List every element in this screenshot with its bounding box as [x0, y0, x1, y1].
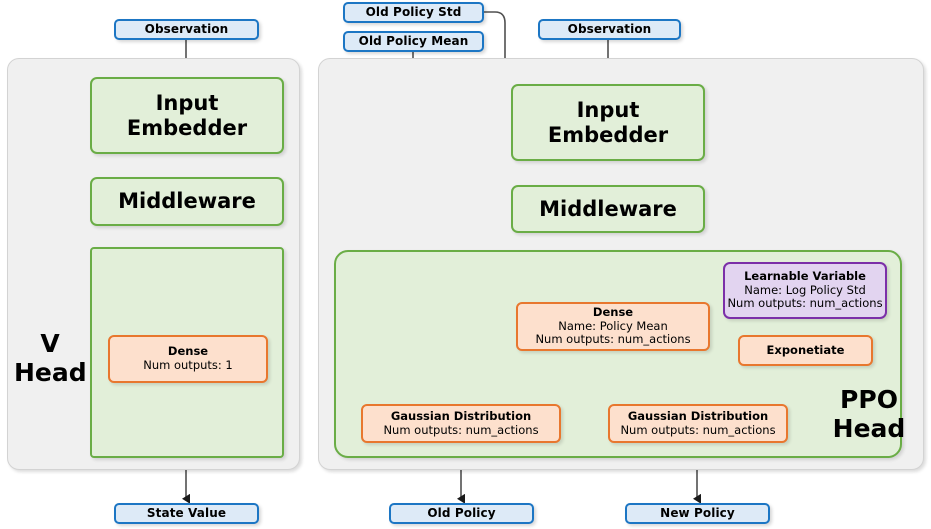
v-head-dense-num-outputs: Num outputs: 1: [143, 358, 233, 372]
ppo-head-dense-title: Dense: [592, 305, 634, 320]
learnable-variable-title: Learnable Variable: [744, 269, 866, 284]
v-head-label: V Head: [14, 329, 87, 388]
v-head-dense-title: Dense: [167, 344, 209, 359]
ppo-head-dense-name: Name: Policy Mean: [558, 318, 668, 333]
output-new-policy-label: New Policy: [660, 506, 735, 521]
input-observation-right[interactable]: Observation: [538, 19, 681, 40]
v-head-label-line1: V: [40, 329, 60, 358]
ppo-head-middleware-label: Middleware: [539, 196, 677, 221]
v-head-middleware[interactable]: Middleware: [90, 177, 284, 226]
ppo-head-label: PPO Head: [824, 385, 914, 444]
ppo-head-input-embedder-label: Input Embedder: [547, 97, 669, 147]
v-head-input-embedder[interactable]: Input Embedder: [90, 77, 284, 154]
v-head-middleware-label: Middleware: [118, 189, 256, 214]
output-new-policy[interactable]: New Policy: [625, 503, 770, 524]
ppo-head-dense-policy-mean[interactable]: Dense Name: Policy Mean Num outputs: num…: [516, 302, 710, 351]
input-old-policy-std-label: Old Policy Std: [365, 5, 462, 20]
input-old-policy-std[interactable]: Old Policy Std: [343, 2, 484, 23]
gaussian-new-title: Gaussian Distribution: [627, 408, 769, 423]
v-head-input-embedder-label: Input Embedder: [126, 90, 248, 140]
ppo-head-middleware[interactable]: Middleware: [511, 185, 705, 233]
input-old-policy-mean-label: Old Policy Mean: [358, 34, 469, 49]
ppo-head-exponetiate[interactable]: Exponetiate: [738, 335, 873, 366]
gaussian-old-title: Gaussian Distribution: [390, 408, 532, 423]
gaussian-new-num-outputs: Num outputs: num_actions: [620, 422, 776, 437]
input-old-policy-mean[interactable]: Old Policy Mean: [343, 31, 484, 52]
learnable-variable-num-outputs: Num outputs: num_actions: [727, 296, 883, 311]
output-state-value[interactable]: State Value: [114, 503, 259, 524]
gaussian-old-num-outputs: Num outputs: num_actions: [383, 422, 539, 437]
learnable-variable-name: Name: Log Policy Std: [744, 282, 866, 297]
ppo-head-gaussian-old[interactable]: Gaussian Distribution Num outputs: num_a…: [361, 404, 561, 443]
input-observation-right-label: Observation: [567, 22, 652, 37]
output-state-value-label: State Value: [146, 506, 227, 521]
ppo-head-label-line1: PPO: [840, 385, 898, 414]
input-observation-left-label: Observation: [144, 22, 229, 37]
ppo-head-learnable-variable[interactable]: Learnable Variable Name: Log Policy Std …: [723, 262, 887, 319]
exponetiate-label: Exponetiate: [766, 342, 845, 357]
input-observation-left[interactable]: Observation: [114, 19, 259, 40]
output-old-policy[interactable]: Old Policy: [389, 503, 534, 524]
output-old-policy-label: Old Policy: [427, 506, 496, 521]
v-head-dense[interactable]: Dense Num outputs: 1: [108, 335, 268, 383]
ppo-head-label-line2: Head: [832, 413, 906, 443]
ppo-head-dense-num-outputs: Num outputs: num_actions: [535, 332, 691, 347]
v-head-label-line2: Head: [14, 357, 87, 387]
ppo-head-gaussian-new[interactable]: Gaussian Distribution Num outputs: num_a…: [608, 404, 788, 443]
ppo-head-input-embedder[interactable]: Input Embedder: [511, 84, 705, 161]
